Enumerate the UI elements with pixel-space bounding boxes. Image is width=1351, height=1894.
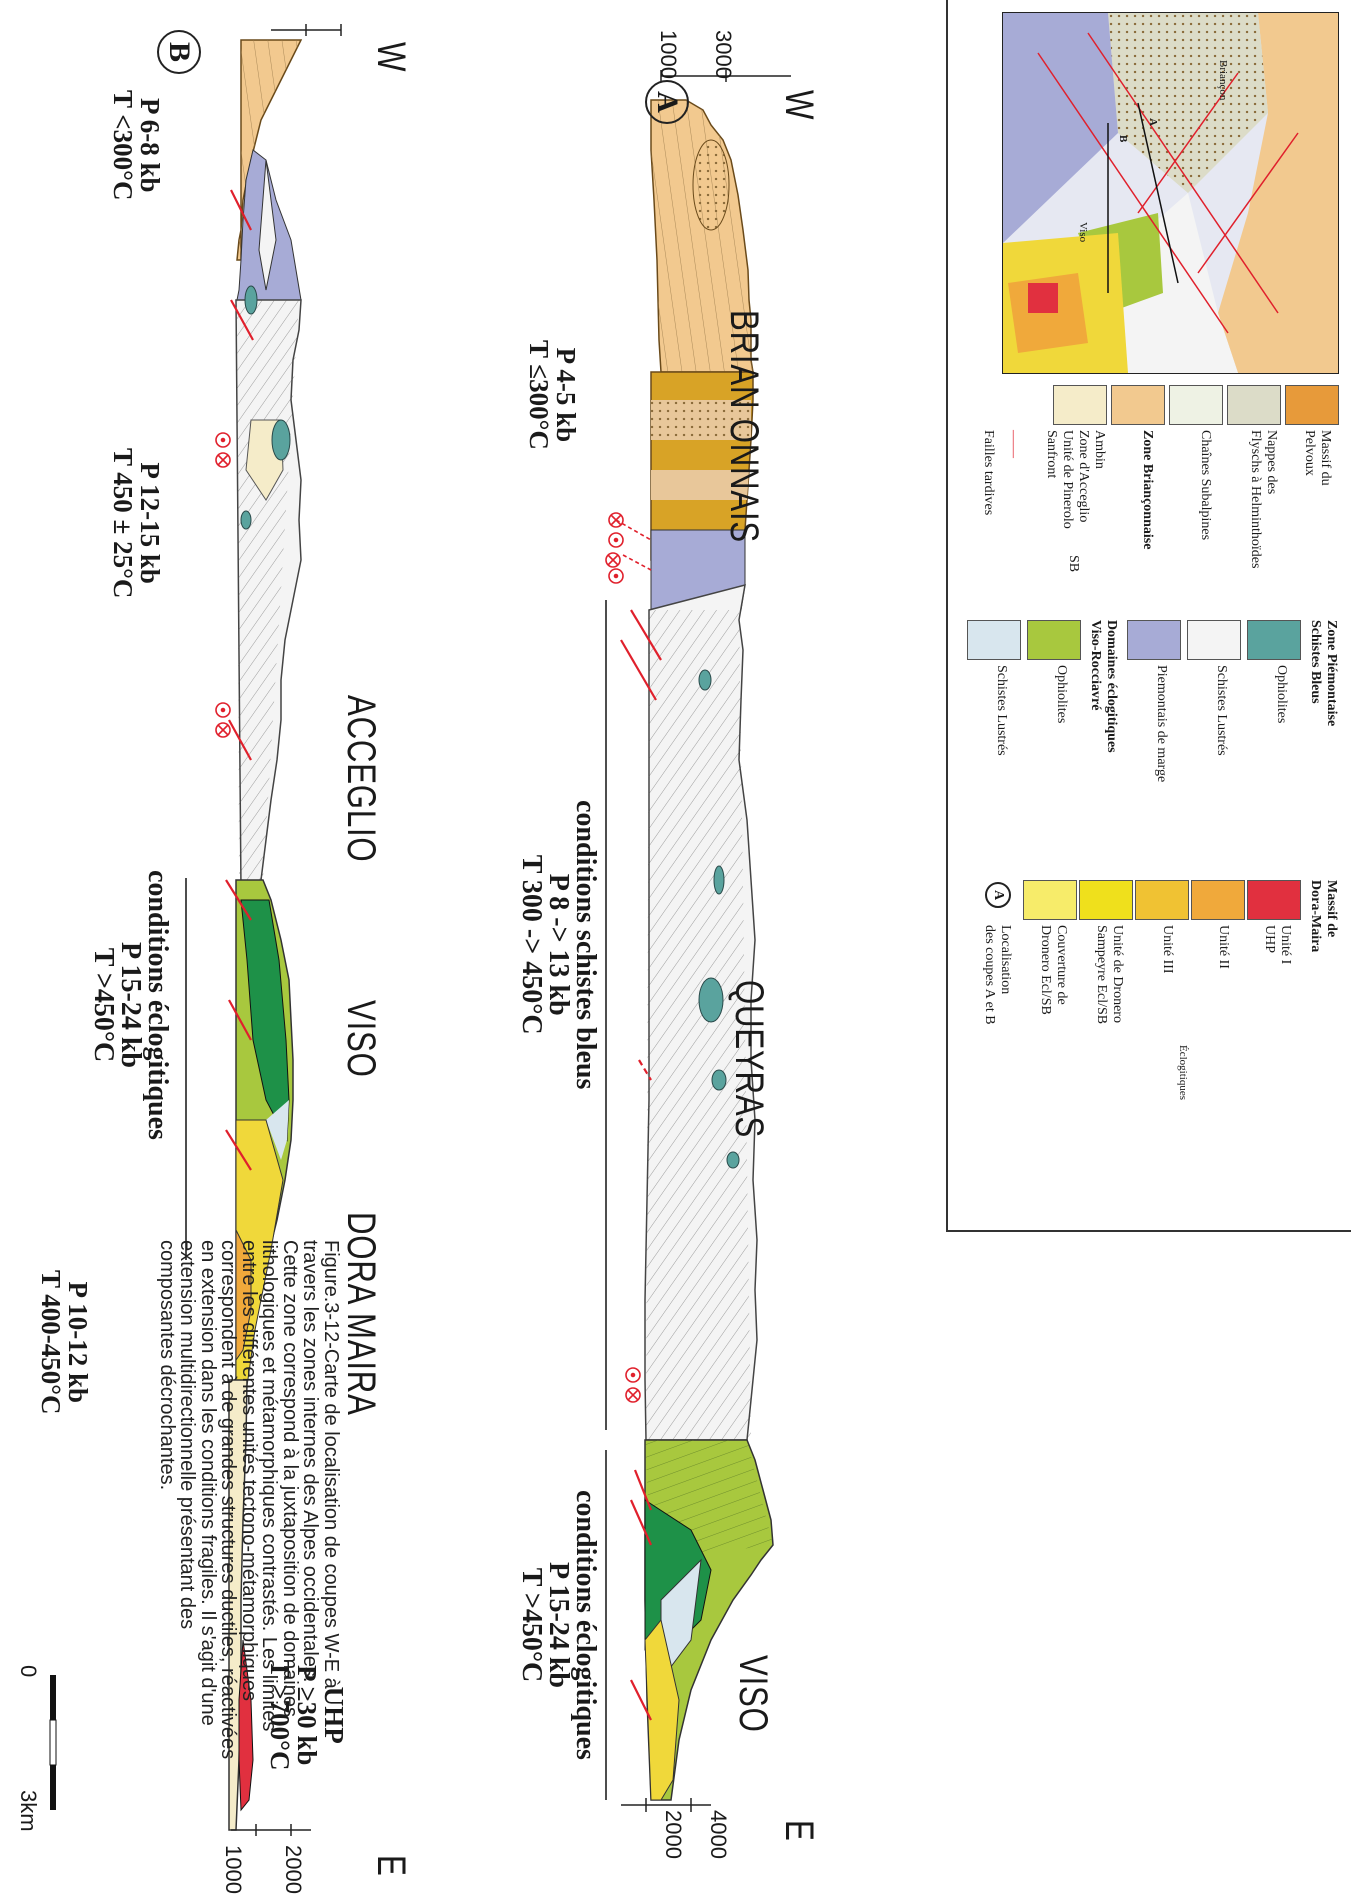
a-east-label: E [777,1820,821,1842]
caption-line: entre les différentes unités tectono-mét… [238,1240,260,1702]
caption-line: Figure.3-12-Carte de localisation de cou… [320,1240,342,1689]
map-label-a: A [1147,118,1159,126]
caption-line: en extension dans les conditions fragile… [197,1240,219,1726]
scale-bar-end: 3km [16,1790,41,1832]
legend-label-failles: Failles tardives [981,430,996,516]
a-ophiolite-lenses [698,669,740,1169]
legend-swatch-dronero [1079,880,1133,920]
b-tick-1000: 1000 [221,1845,246,1894]
legend-swatch-subalpines [1169,385,1223,425]
legend-swatch-brianconnaise [1111,385,1165,425]
a-cond-eclogite: conditions éclogitiques P 15-24 kb T >45… [516,1490,601,1760]
b-uhp [238,1639,254,1812]
b-east-label: E [369,1855,413,1877]
a-tick-2000: 2000 [661,1810,686,1859]
legend-swatch-schistes-lustres [1187,620,1241,660]
legend-swatch-sl-eclog [967,620,1021,660]
b-zone-dora-maira: DORA MAIRA [339,1212,383,1416]
legend-swatch-unite-2 [1191,880,1245,920]
caption-line: composantes décrochantes. [156,1240,178,1491]
legend-fault-line: —— [1006,430,1021,458]
b-tick-2000: 2000 [281,1845,306,1894]
legend-swatch-ophiolites-green [1027,620,1081,660]
scale-bar [49,1675,57,1810]
caption-line: travers les zones internes des Alpes occ… [299,1240,322,1683]
legend-label-schistes-lustres: Schistes Lustrés [1214,665,1229,756]
a-zone-brianconnais: BRIAN ONNAIS [722,310,766,544]
a-cond-blueschist: conditions schistes bleus P 8 -> 13 kb T… [516,800,601,1090]
b-cond-eclogite: conditions éclogitiques P 15-24 kb T >45… [88,870,173,1140]
b-ophiolite-lenses [240,285,291,530]
caption-line: Cette zone correspond à la juxtaposition… [279,1240,301,1717]
legend-swatch-ambin [1053,385,1107,425]
caption-line: lithologiques et métamorphiques contrast… [258,1240,281,1732]
legend-swatch-unite-1 [1247,880,1301,920]
b-zone-viso: VISO [339,1000,383,1078]
legend-swatch-couverture [1023,880,1077,920]
b-pt-west: P 6-8 kb T <300°C [108,90,165,201]
legend-label-sl-eclog: Schistes Lustrés [994,665,1009,756]
map-place-briancon: Briançon [1217,60,1229,101]
b-yellow [235,1119,284,1401]
b-section-badge: B [157,30,201,74]
map-place-viso: Viso [1077,222,1089,243]
scale-b-left [271,24,342,36]
a-faults [620,609,662,1721]
scale-a-left [660,70,791,82]
scale-a-right [621,1798,711,1812]
legend-swatch-marge [1127,620,1181,660]
a-pt-brianconnais: P 4-5 kb T ≤300°C [524,340,581,450]
legend-label-unite-3: Unité III [1160,925,1175,974]
legend-label-ophiolites-green: Ophiolites [1054,665,1069,724]
a-tick-1000: 1000 [656,30,681,79]
legend-eclog-tag: Éclogitiques [1177,1045,1189,1100]
a-zone-viso: VISO [731,1655,775,1733]
legend-swatch-pelvoux [1285,385,1339,425]
legend-swatch-ophiolites-blue [1247,620,1301,660]
b-strike-symbols [215,432,231,738]
location-map [1002,12,1339,374]
a-west-label: W [777,90,821,121]
legend-label-ophiolites-blue: Ophiolites [1274,665,1289,724]
legend-label-unite-2: Unité II [1216,925,1231,969]
scale-bar-start: 0 [16,1665,41,1678]
a-yellow [644,1618,680,1801]
legend-swatch-flysch [1227,385,1281,425]
a-tick-3000: 3000 [711,30,736,79]
figure-caption: Figure.3-12-Carte de localisation de cou… [156,1240,342,1850]
map-label-b: B [1117,135,1129,143]
a-section-badge: A [645,80,689,124]
a-tick-4000: 4000 [706,1810,731,1859]
legend-loc-symbol: A [985,882,1011,908]
b-west-label: W [369,42,413,73]
b-orange [235,1229,252,1362]
legend-label-subalpines: Chaînes Subalpines [1198,430,1213,541]
a-strike-symbols [605,512,641,1403]
legend-sb-tag: SB [1066,555,1081,573]
b-zone-acceglio: ACCEGLIO [339,695,383,863]
a-zone-queyras: QUEYRAS [727,980,771,1139]
scale-b-right [231,1824,311,1836]
caption-line: extension multidirectionnelle présentant… [176,1240,199,1630]
caption-line: correspondent à de grandes structures du… [217,1240,240,1760]
legend-label-marge: Piemontais de marge [1154,665,1169,783]
legend-swatch-unite-3 [1135,880,1189,920]
legend-label-brianconnaise: Zone Briançonnaise [1140,430,1155,550]
b-pt-acceglio: P 12-15 kb T 450 ± 25°C [108,448,165,599]
b-pt-dora: P 10-12 kb T 400-450°C [36,1270,93,1415]
b-faults [225,189,254,1171]
